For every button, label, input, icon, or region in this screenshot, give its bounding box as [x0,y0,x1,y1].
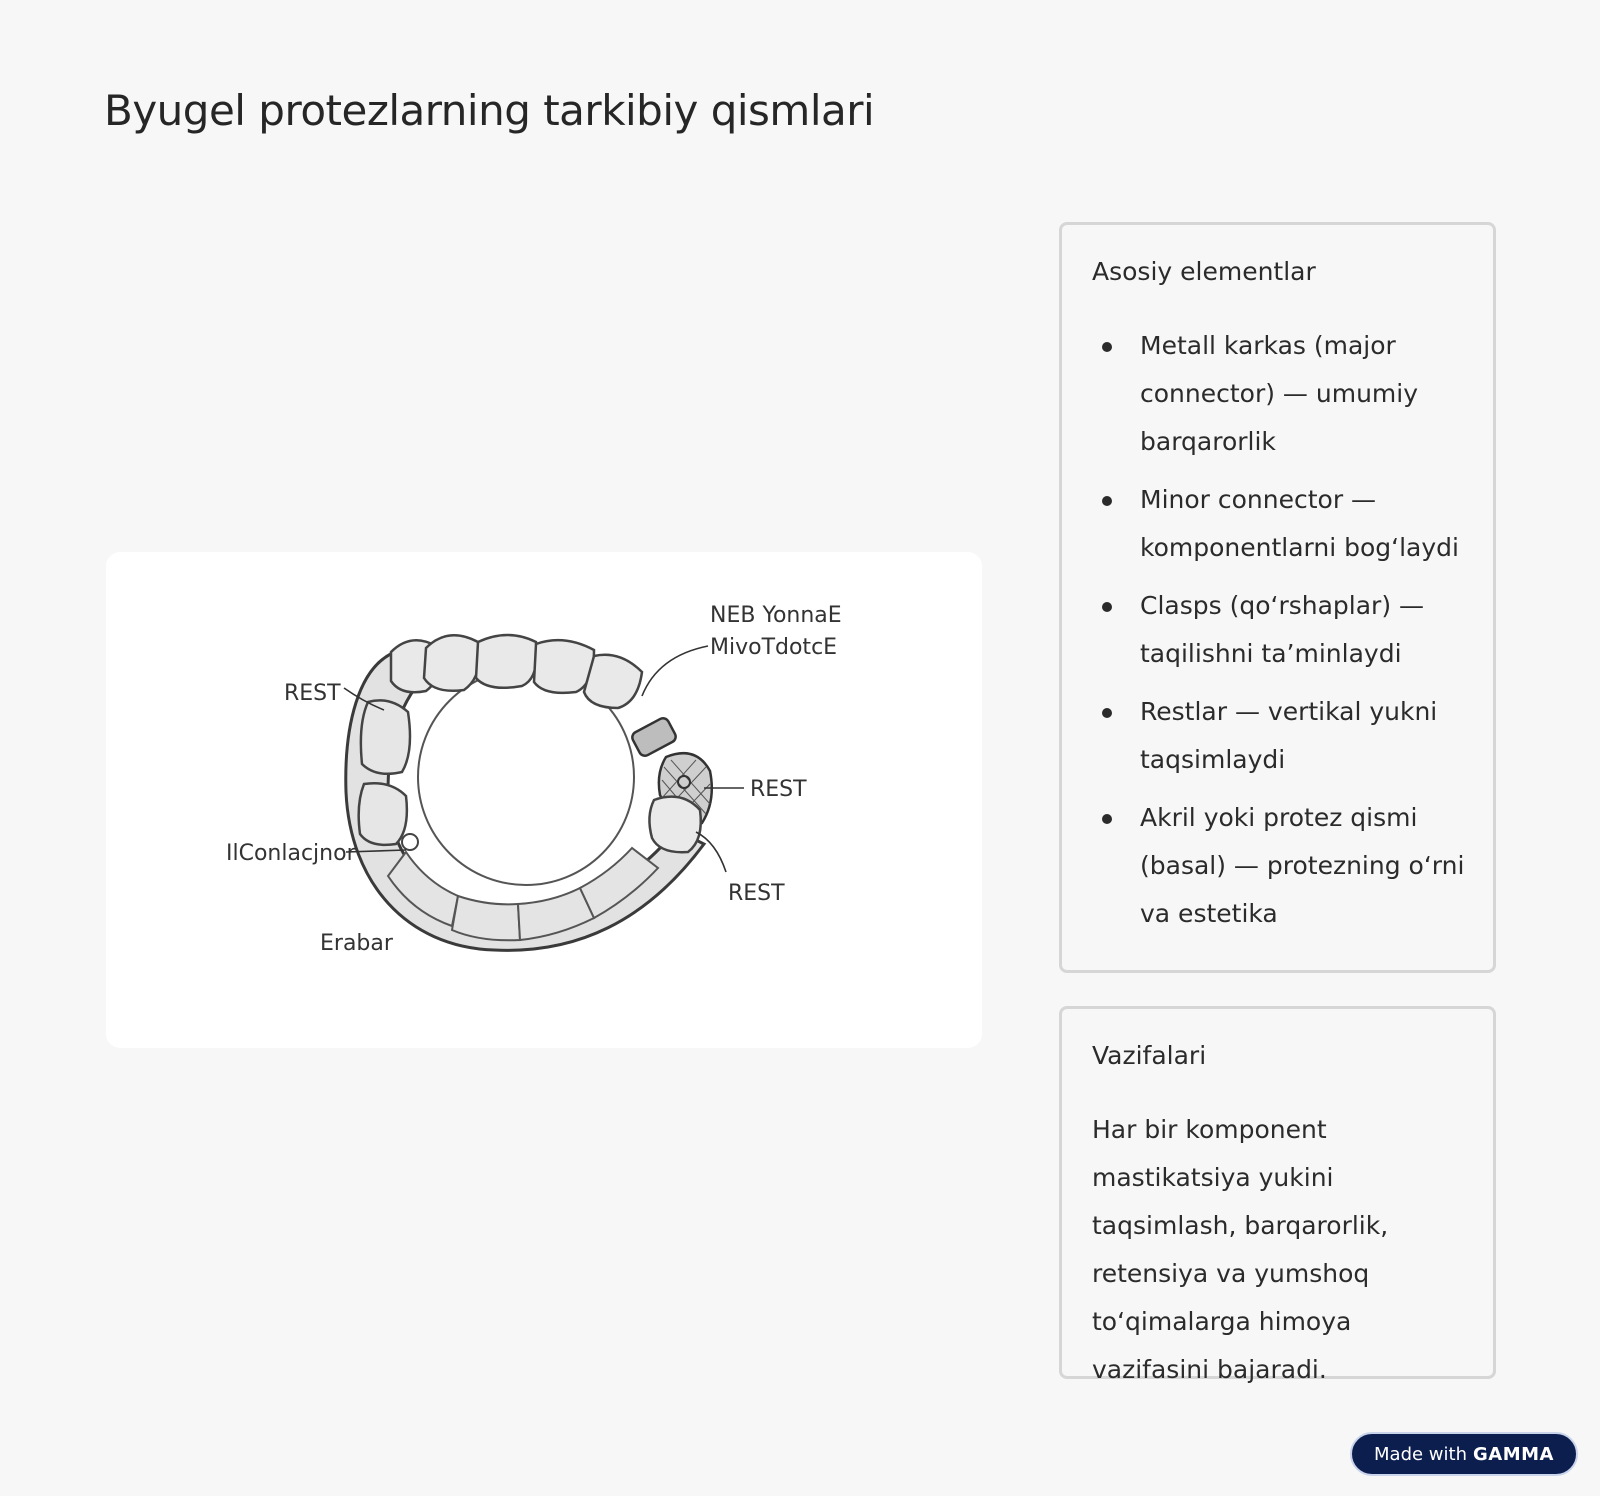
arch-drawing: NEB YonnaE MivoTdotcE REST REST REST IlC… [226,603,842,956]
teeth-bottom [386,846,660,942]
elements-list: Metall karkas (major connector) — umumiy… [1092,322,1465,938]
molar-right [648,795,702,854]
list-item: Minor connector — komponentlarni bog‘lay… [1092,476,1465,572]
list-item: Clasps (qo‘rshaplar) — taqilishni ta’min… [1092,582,1465,678]
list-item: Restlar — vertikal yukni taqsimlaydi [1092,688,1465,784]
label-top-right-2: MivoTdotcE [710,635,837,660]
rest-seat [677,775,691,789]
list-item: Akril yoki protez qismi (basal) — protez… [1092,794,1465,938]
leader-lines [343,645,744,873]
func-card-text: Har bir komponent mastikatsiya yukini ta… [1092,1115,1389,1384]
label-left-mid: IlConlacjnor [226,841,357,866]
label-rest-right: REST [750,777,807,802]
rest-piece [631,716,677,758]
minor-connector-dot [401,833,419,851]
label-rest-left: REST [284,681,341,706]
func-card-title: Vazifalari [1092,1041,1207,1070]
label-top-right-1: NEB YonnaE [710,603,842,628]
main-elements-card: Asosiy elementlar Metall karkas (major c… [1059,222,1496,973]
gamma-logo: GAMMA [1473,1443,1554,1465]
dental-arch-illustration: NEB YonnaE MivoTdotcE REST REST REST IlC… [106,552,982,1048]
label-bottom-left: Erabar [320,931,394,956]
badge-prefix: Made with [1374,1443,1467,1465]
label-rest-bottom: REST [728,881,785,906]
made-with-gamma-badge[interactable]: Made with GAMMA [1350,1432,1578,1476]
teeth-top [389,633,644,710]
main-card-title: Asosiy elementlar [1092,257,1316,286]
teeth-left [357,699,412,847]
functions-card: Vazifalari Har bir komponent mastikatsiy… [1059,1006,1496,1384]
page-title: Byugel protezlarning tarkibiy qismlari [104,86,875,135]
list-item: Metall karkas (major connector) — umumiy… [1092,322,1465,466]
